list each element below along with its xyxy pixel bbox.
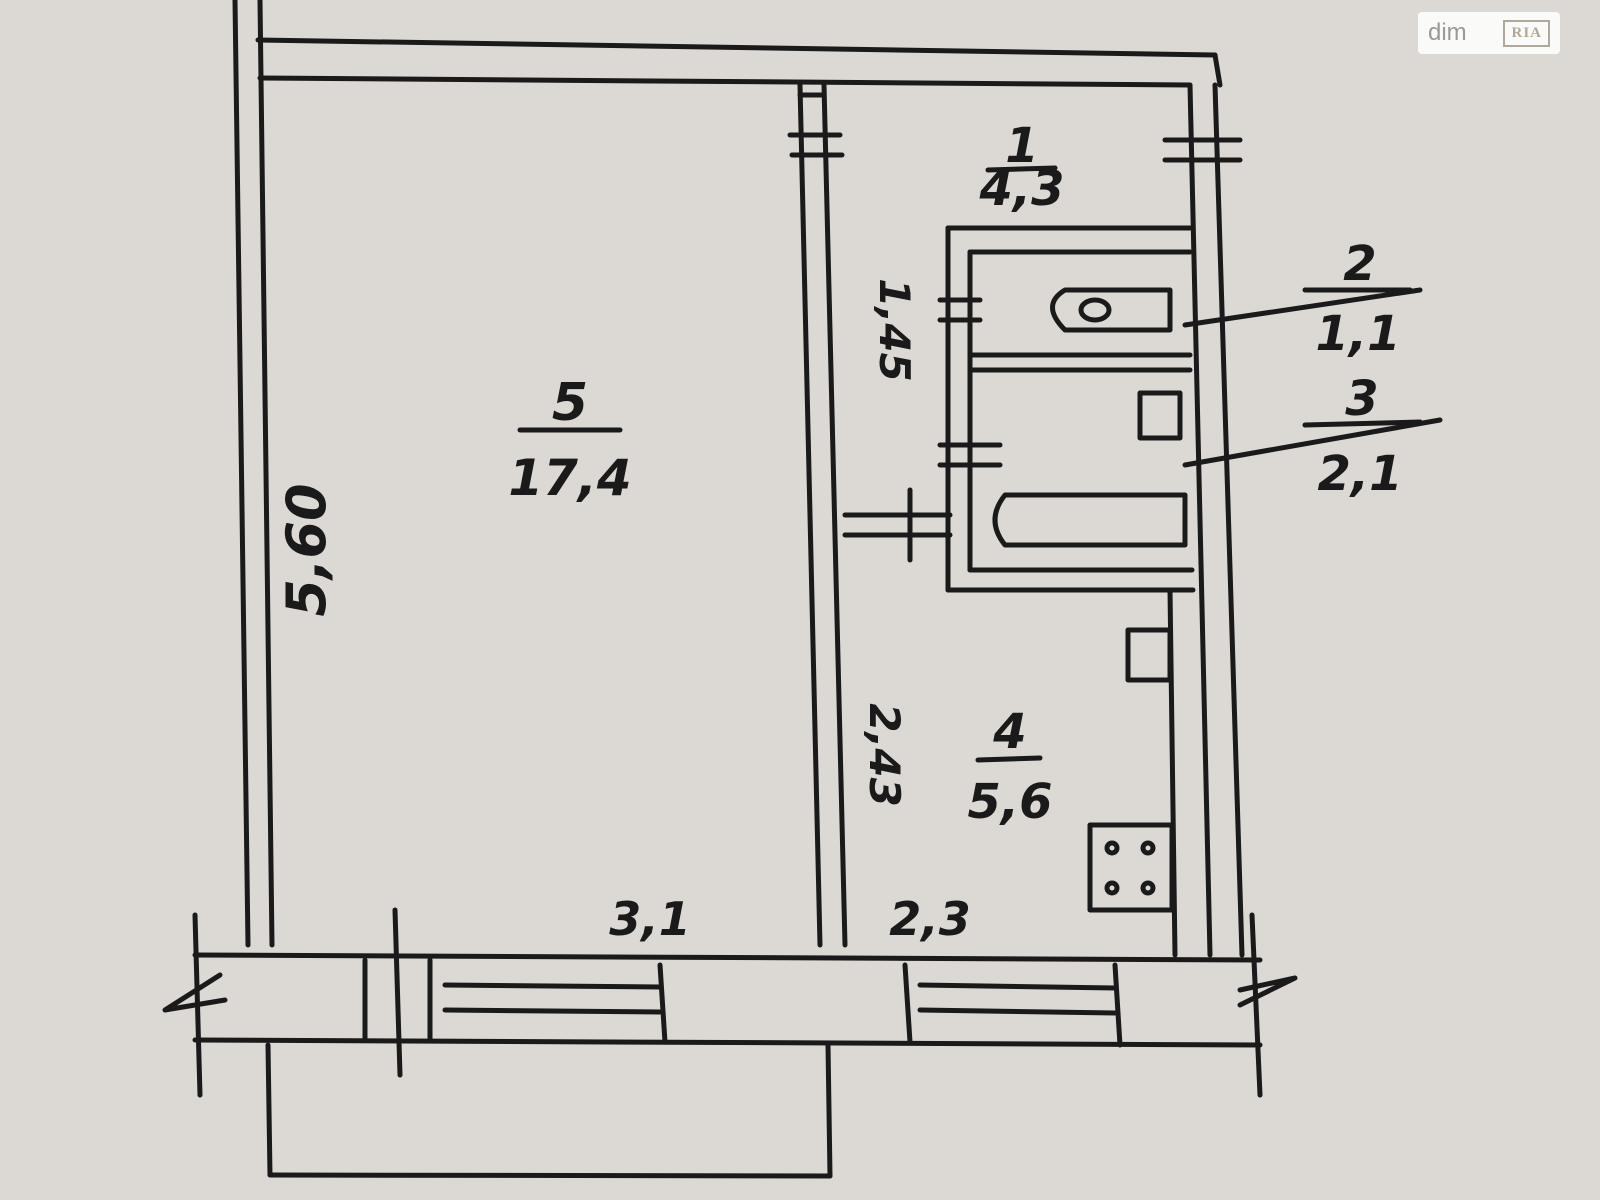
partition-wall-a [797, 82, 823, 948]
room-3-number: 3 [1345, 371, 1378, 427]
kitchen-sink [1125, 627, 1173, 683]
watermark-badge: RIA [1503, 19, 1550, 47]
room-5-area: 17,4 [508, 449, 631, 507]
dimension-height-corridor: 1,45 [870, 278, 919, 382]
room-1-number: 1 [1005, 118, 1038, 174]
right-wall-inner [1187, 82, 1213, 958]
top-wall-inner [257, 75, 1193, 88]
right-wall-outer [1212, 82, 1245, 958]
bathtub [992, 492, 1188, 548]
watermark-text: dim [1428, 19, 1467, 46]
kitchen-stove [1087, 822, 1175, 913]
dimension-height-left: 5,60 [275, 483, 338, 616]
room-4-area: 5,6 [967, 774, 1052, 830]
balcony [265, 1042, 273, 1178]
outer-wall-left-inner [257, 0, 275, 948]
room-3-area: 2,1 [1317, 446, 1402, 502]
room-2-number: 2 [1343, 236, 1376, 292]
room-5-number: 5 [552, 373, 588, 433]
room-1-area: 4,3 [978, 161, 1064, 217]
partition-wall-b [821, 82, 848, 948]
top-wall-outer [255, 37, 1218, 58]
dimension-width-room: 3,1 [609, 892, 691, 946]
outer-wall-left [232, 0, 251, 948]
leader-room-3 [1182, 417, 1443, 468]
bath-sink [1137, 390, 1183, 441]
room-2-area: 1,1 [1315, 306, 1400, 362]
leader-room-2 [1182, 287, 1423, 328]
dimension-width-kitchen: 2,3 [889, 892, 971, 946]
toilet-fixture [1050, 287, 1173, 333]
toilet-bowl [1078, 297, 1112, 323]
room-4-number: 4 [992, 704, 1026, 760]
dimension-height-kitchen: 2,43 [860, 703, 909, 807]
facade-bottom [192, 1037, 1263, 1048]
facade-top [192, 952, 1263, 963]
watermark-logo: dim RIA [1418, 12, 1560, 54]
